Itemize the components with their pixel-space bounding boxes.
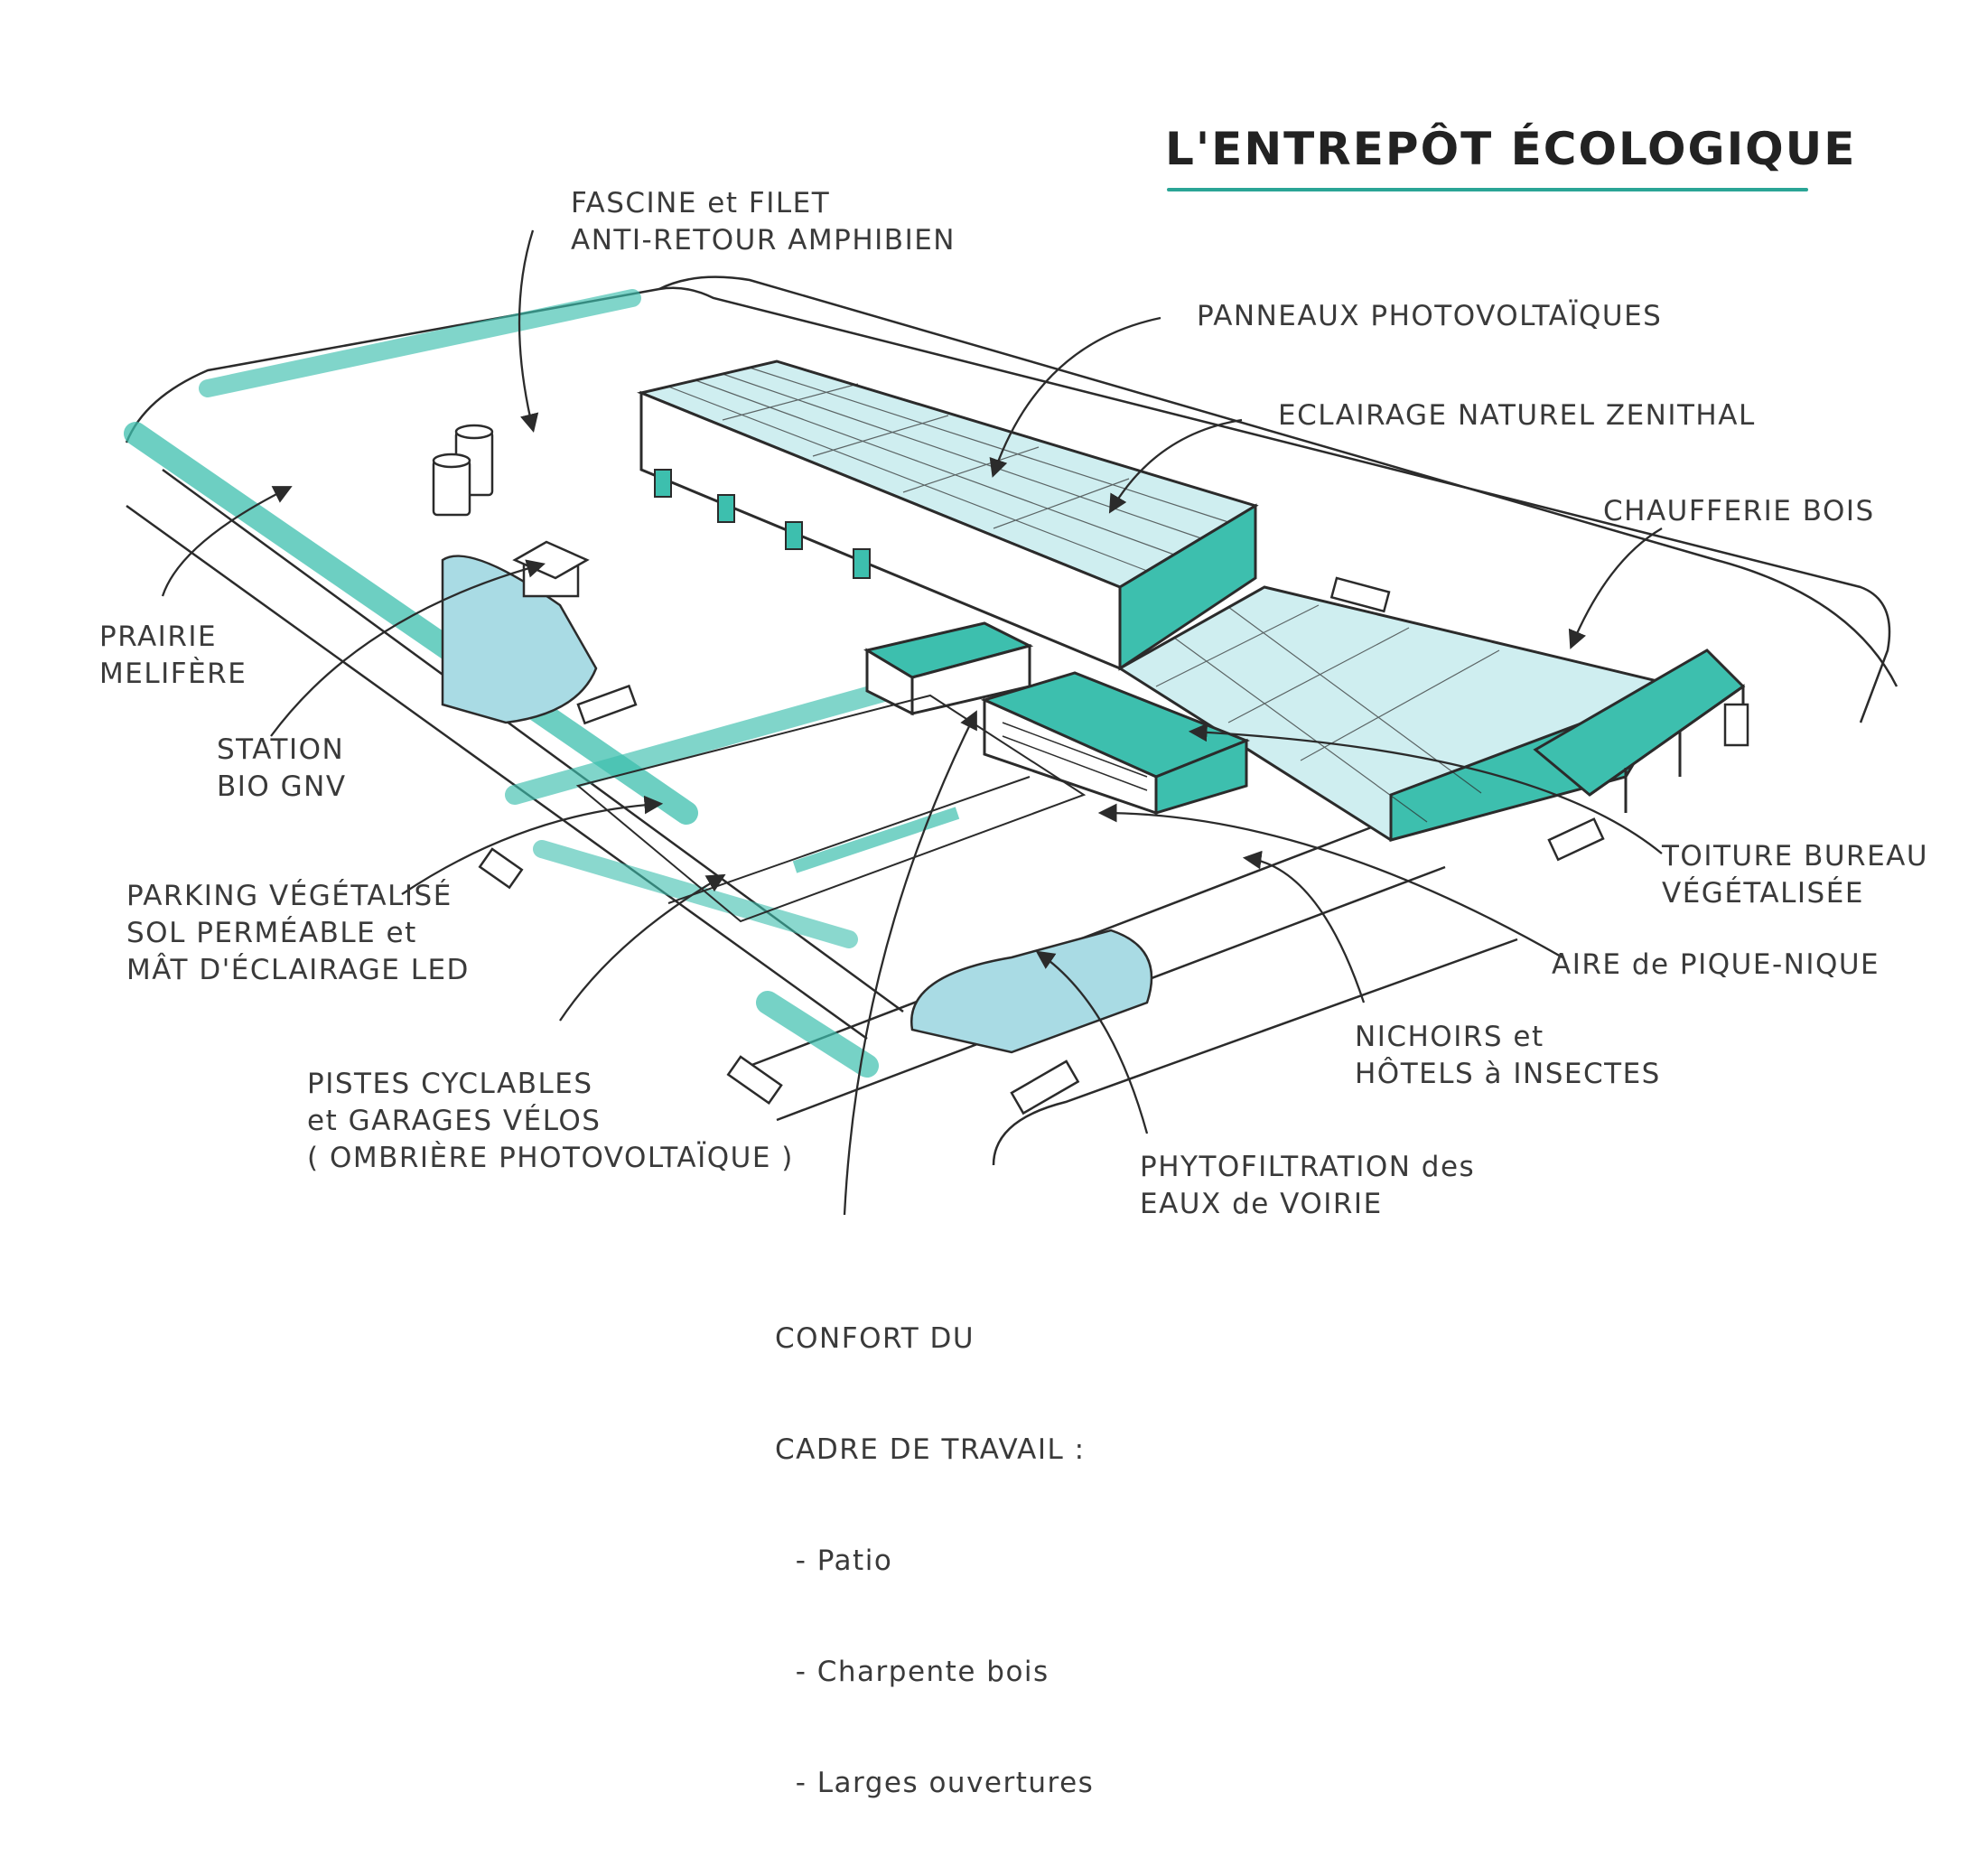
office-building: [863, 621, 1251, 816]
label-pique-nique: AIRE de PIQUE-NIQUE: [1552, 948, 1880, 981]
label-station: STATION BIO GNV: [217, 733, 347, 803]
label-eclairage: ECLAIRAGE NATUREL ZENITHAL: [1278, 399, 1756, 432]
label-confort: CONFORT DU CADRE DE TRAVAIL : - Patio - …: [775, 1322, 1095, 1799]
main-warehouse: [637, 359, 1259, 671]
diagram-stage: L'ENTREPÔT ÉCOLOGIQUE FASCINE et FILET A…: [99, 123, 1929, 1799]
label-prairie: PRAIRIE MELIFÈRE: [99, 621, 247, 690]
label-fascine: FASCINE et FILET ANTI-RETOUR AMPHIBIEN: [571, 187, 956, 257]
phyto-pond: [910, 929, 1153, 1054]
label-parking: PARKING VÉGÉTALISÉ SOL PERMÉABLE et MÂT …: [126, 880, 470, 986]
trucks: [478, 576, 1749, 1115]
diagram-title: L'ENTREPÔT ÉCOLOGIQUE: [1165, 123, 1857, 175]
label-panneaux: PANNEAUX PHOTOVOLTAÏQUES: [1197, 300, 1663, 332]
label-phyto: PHYTOFILTRATION des EAUX de VOIRIE: [1140, 1151, 1476, 1220]
label-nichoirs: NICHOIRS et HÔTELS à INSECTES: [1355, 1021, 1661, 1090]
leader-arrows: [161, 229, 1663, 1216]
silos: [432, 424, 494, 517]
label-toiture: TOITURE BUREAU VÉGÉTALISÉE: [1662, 840, 1929, 910]
label-chaufferie: CHAUFFERIE BOIS: [1603, 495, 1875, 527]
label-pistes: PISTES CYCLABLES et GARAGES VÉLOS ( OMBR…: [307, 1068, 794, 1174]
parking-area: [575, 694, 1087, 923]
tree-band: [124, 289, 913, 1078]
retention-basin: [441, 555, 598, 724]
warehouse-illustration: [124, 229, 1898, 1216]
title-underline: [1167, 188, 1808, 191]
